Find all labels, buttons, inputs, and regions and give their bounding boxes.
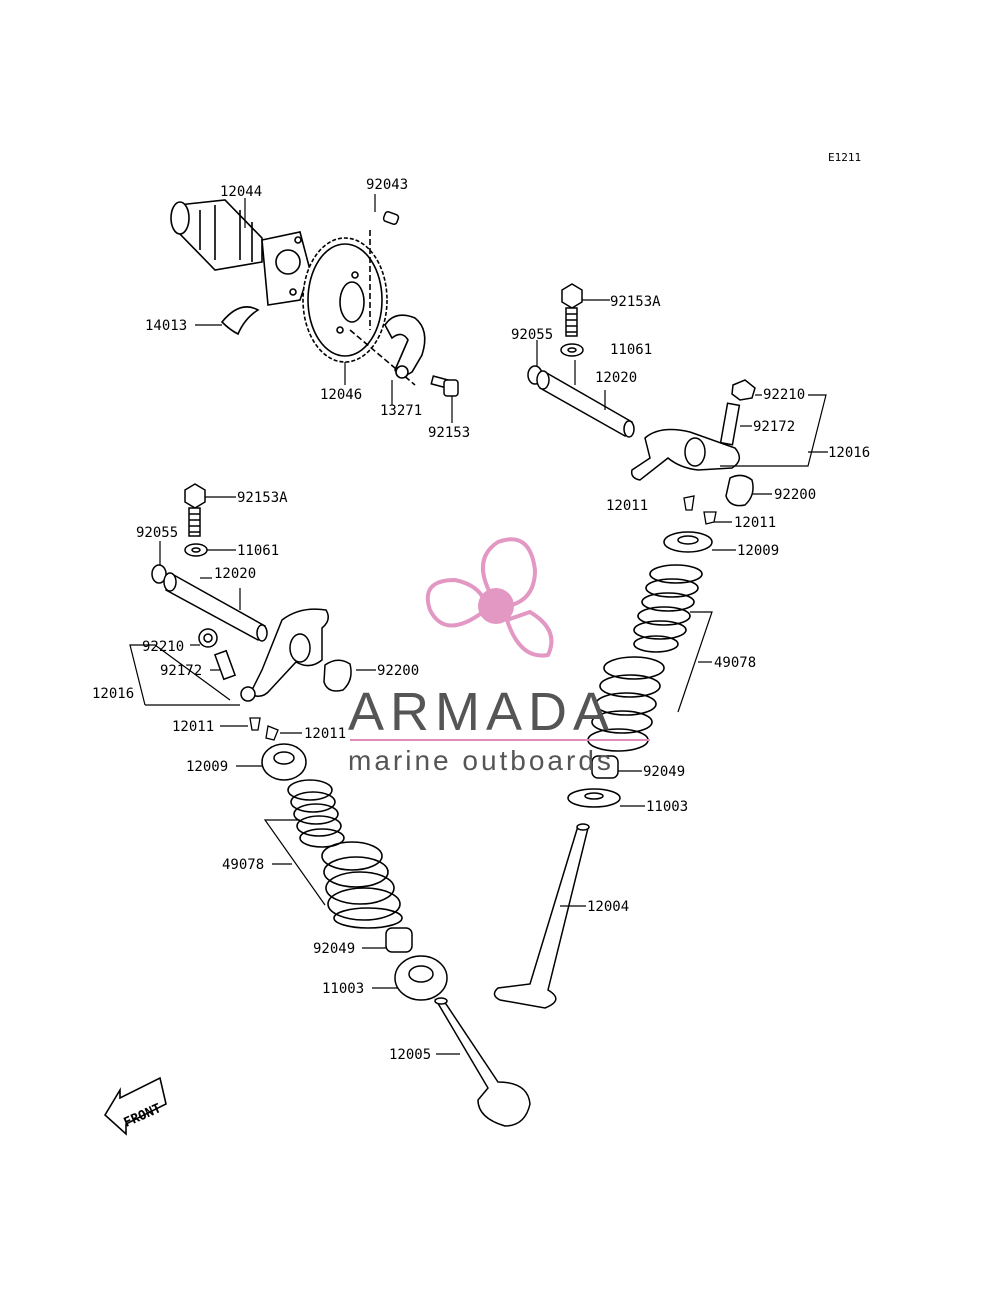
watermark-brand-name: ARMADA (348, 682, 615, 742)
part-label-92049-left: 92049 (313, 941, 355, 957)
valve-right-drawing (493, 823, 590, 1009)
retainer-right-drawing (663, 531, 713, 553)
keepers-left-drawing (249, 717, 279, 741)
adjuster-right-drawing (719, 379, 756, 446)
part-label-14013: 14013 (145, 318, 187, 334)
washer-left-drawing (184, 543, 208, 557)
rocker-arm-left-drawing (240, 608, 329, 702)
rocker-shaft-right-drawing (536, 370, 635, 438)
cam-sprocket-drawing (302, 230, 416, 386)
part-label-13271: 13271 (380, 403, 422, 419)
part-label-12009-right: 12009 (737, 543, 779, 559)
watermark-tagline: marine outboards (348, 745, 614, 776)
valve-left-drawing (434, 997, 531, 1127)
bolt-92153-drawing (430, 375, 459, 397)
camshaft-drawing (170, 199, 311, 306)
seat-right-drawing (567, 788, 621, 808)
part-label-12005: 12005 (389, 1047, 431, 1063)
part-label-92153: 92153 (428, 425, 470, 441)
part-label-12011-right-b: 12011 (734, 515, 776, 531)
part-label-92200-left: 92200 (377, 663, 419, 679)
keepers-right-drawing (683, 495, 717, 525)
front-arrow-icon (103, 1076, 167, 1136)
propeller-icon (425, 537, 554, 658)
part-label-12011-right-a: 12011 (606, 498, 648, 514)
part-label-12004: 12004 (587, 899, 629, 915)
cap-92200-right-drawing (725, 474, 754, 507)
part-label-92172-left: 92172 (160, 663, 202, 679)
cap-92200-left-drawing (323, 659, 352, 692)
rocker-bolt-right-drawing (561, 283, 583, 337)
seat-left-drawing (394, 955, 448, 1001)
part-label-92049-right: 92049 (643, 764, 685, 780)
part-label-49078-right: 49078 (714, 655, 756, 671)
part-label-92055-right: 92055 (511, 327, 553, 343)
part-label-11003-right: 11003 (646, 799, 688, 815)
part-label-92210-right: 92210 (763, 387, 805, 403)
oring-left-drawing (151, 564, 167, 584)
part-label-12020-right: 12020 (595, 370, 637, 386)
diagram-code: E1211 (828, 151, 861, 164)
part-label-92210-left: 92210 (142, 639, 184, 655)
part-label-12011-left-a: 12011 (172, 719, 214, 735)
part-label-12046: 12046 (320, 387, 362, 403)
cam-plate-drawing (384, 314, 426, 379)
pin-92043-drawing (382, 211, 400, 225)
springs-left-drawing (287, 779, 403, 929)
part-label-92043: 92043 (366, 177, 408, 193)
part-label-12011-left-b: 12011 (304, 726, 346, 742)
part-label-12020-left: 12020 (214, 566, 256, 582)
part-label-11061-right: 11061 (610, 342, 652, 358)
seal-right-drawing (591, 755, 619, 779)
circlip-14013-drawing (220, 306, 260, 336)
part-label-92055-left: 92055 (136, 525, 178, 541)
rocker-shaft-left-drawing (163, 572, 268, 642)
leader-lines-camshaft (195, 194, 453, 423)
leader-lines-left (129, 496, 460, 1055)
part-label-12009-left: 12009 (186, 759, 228, 775)
part-label-11003-left: 11003 (322, 981, 364, 997)
seal-left-drawing (385, 927, 413, 953)
retainer-left-drawing (261, 743, 307, 781)
part-label-12016-right: 12016 (828, 445, 870, 461)
part-label-92153a-left: 92153A (237, 490, 288, 506)
part-label-11061-left: 11061 (237, 543, 279, 559)
part-label-12016-left: 12016 (92, 686, 134, 702)
part-label-92153a-right: 92153A (610, 294, 661, 310)
part-label-92172-right: 92172 (753, 419, 795, 435)
adjuster-left-drawing (198, 628, 237, 681)
part-label-12044: 12044 (220, 184, 262, 200)
rocker-bolt-left-drawing (184, 483, 206, 537)
leader-lines-right (536, 299, 828, 907)
washer-right-drawing (560, 343, 584, 357)
part-label-92200-right: 92200 (774, 487, 816, 503)
part-label-49078-left: 49078 (222, 857, 264, 873)
rocker-arm-right-drawing (630, 428, 741, 481)
